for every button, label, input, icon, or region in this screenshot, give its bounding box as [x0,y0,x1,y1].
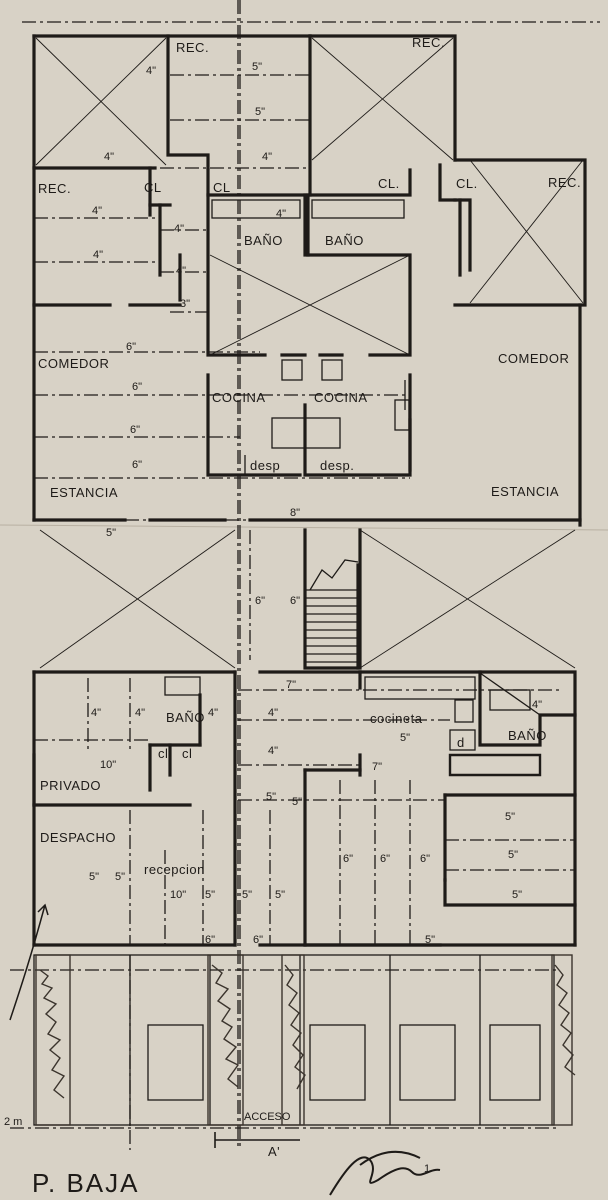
dimension-note: 3" [180,298,190,310]
dimension-note: 5" [115,871,125,883]
room-label-closet: cl [158,746,168,761]
planter-hatching [35,954,576,1126]
room-label-rec: REC. [412,35,445,50]
plan-title: P. BAJA [32,1168,139,1198]
room-label-kitchen: COCINA [314,390,368,405]
dimension-note: 5" [242,889,252,901]
room-label-rec: REC. [176,40,209,55]
room-label-closet: CL [144,180,162,195]
signature [329,1150,441,1196]
dimension-note: 4" [146,65,156,77]
dimension-note: 5" [400,732,410,744]
dimension-note: 4" [208,707,218,719]
dimension-note: 10" [100,759,116,771]
section-marker: A' [268,1144,280,1159]
dimension-note: 4" [135,707,145,719]
room-label-bathroom: BAÑO [166,710,205,725]
room-label-dining: COMEDOR [498,351,569,366]
section-marker-arrow [214,1132,300,1148]
dimension-note: 6" [132,381,142,393]
dimension-note: 6" [132,459,142,471]
dimension-note: 5" [106,527,116,539]
dimension-note: 4" [176,265,186,277]
room-label-closet: CL [213,180,231,195]
fold-line [0,524,608,531]
room-label-reception: recepcion [144,862,205,877]
dimension-note: 6" [205,934,215,946]
room-label-pantry: desp [250,458,280,473]
room-label-office: DESPACHO [40,830,116,845]
room-label-rec: REC. [548,175,581,190]
dimension-note: 5" [89,871,99,883]
dimension-note: 4" [104,151,114,163]
dimension-note: 4" [93,249,103,261]
room-label-bathroom: BAÑO [508,728,547,743]
dimension-note: 6" [130,424,140,436]
room-label-kitchen: COCINA [212,390,266,405]
dimension-note: 5" [292,796,302,808]
dimension-note: 6" [380,853,390,865]
room-label-closet: CL. [456,176,478,191]
dimension-note: 6" [255,595,265,607]
dimension-note: 7" [286,679,296,691]
room-label-kitchenette: cocineta [370,711,423,726]
room-label-bathroom: BAÑO [325,233,364,248]
dimension-note: 10" [170,889,186,901]
room-label-closet: cl [182,746,192,761]
room-label-private: PRIVADO [40,778,101,793]
margin-note: 2 m [4,1116,22,1128]
dimension-note: 4" [276,208,286,220]
room-label-rec: REC. [38,181,71,196]
dimension-note: 5" [205,889,215,901]
dimension-note: 5" [252,61,262,73]
dimension-note: 5" [508,849,518,861]
dimension-note: 6" [126,341,136,353]
room-label-pantry: desp. [320,458,354,473]
room-label-d: d [457,735,465,750]
dimension-note: 5" [255,106,265,118]
dimension-note: 4" [91,707,101,719]
dimension-note: 6" [290,595,300,607]
dimension-note: 6" [343,853,353,865]
dimension-note: 4" [174,223,184,235]
room-label-bathroom: BAÑO [244,233,283,248]
dimension-note: 4" [268,707,278,719]
room-label-living: ESTANCIA [491,484,559,499]
dimension-note: 4" [262,151,272,163]
room-label-living: ESTANCIA [50,485,118,500]
room-labels: REC. REC. REC. REC. CL CL CL. CL. BAÑO B… [38,35,581,1123]
open-void-markers [35,37,584,669]
axis-lines [10,0,600,1150]
dimension-notes: 4" 5" 5" 4" 4" 4" 4" 4" 4" 4" 3" 6" 6" 6… [89,61,542,946]
dimension-note: 4" [268,745,278,757]
dimension-note: 4" [92,205,102,217]
dimension-note: 4" [532,699,542,711]
dimension-note: 5" [512,889,522,901]
dimension-note: 6" [253,934,263,946]
dimension-note: 8" [290,507,300,519]
margin-arrow [9,903,49,1021]
room-label-closet: CL. [378,176,400,191]
dimension-note: 6" [420,853,430,865]
dimension-note: 5" [505,811,515,823]
dimension-note: 5" [266,791,276,803]
room-label-dining: COMEDOR [38,356,109,371]
room-label-access: ACCESO [244,1111,291,1123]
dimension-note: 7" [372,761,382,773]
sheet-number: 1 [424,1163,430,1175]
dimension-note: 5" [275,889,285,901]
dimension-note: 5" [425,934,435,946]
